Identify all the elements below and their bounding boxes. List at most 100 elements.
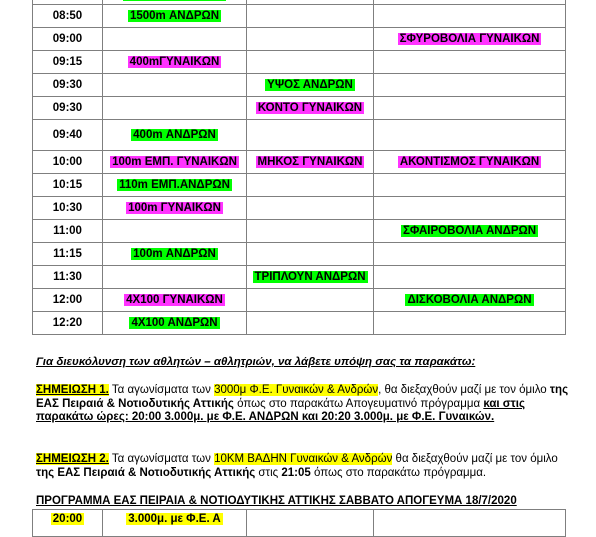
note-1-highlight: 3000μ Φ.Ε. Γυναικών & Ανδρών	[214, 384, 379, 396]
note-2: ΣΗΜΕΙΩΣΗ 2. Τα αγωνίσματα των 10ΚΜ ΒΑΔΗΝ…	[36, 453, 576, 480]
jump-event-cell	[246, 27, 374, 51]
time-label: 11:30	[53, 270, 82, 283]
event-label: ΜΗΚΟΣ ΓΥΝΑΙΚΩΝ	[255, 155, 365, 168]
throw-event-cell	[373, 50, 566, 74]
jump-event-cell	[246, 173, 374, 197]
track-event-cell: 4Χ100 ΓΥΝΑΙΚΩΝ	[102, 288, 247, 312]
jump-event-cell	[246, 119, 374, 151]
track-event-cell	[102, 73, 247, 97]
schedule-row: 09:40 400m ΑΝΔΡΩΝ	[32, 119, 566, 151]
event-label: 4Χ100 ΑΝΔΡΩΝ	[129, 316, 220, 329]
note-2-highlight: 10ΚΜ ΒΑΔΗΝ Γυναικών & Ανδρών	[214, 453, 393, 465]
throw-event-cell: ΣΦΥΡΟΒΟΛΙΑ ΓΥΝΑΙΚΩΝ	[373, 27, 566, 51]
event-label: ΔΙΣΚΟΒΟΛΙΑ ΑΝΔΡΩΝ	[405, 293, 534, 306]
time-cell: 09:15	[32, 50, 103, 74]
schedule-row: 11:00 ΣΦΑΙΡΟΒΟΛΙΑ ΑΝΔΡΩΝ	[32, 219, 566, 243]
note-1-text-c: όπως στο παρακάτω Απογευματινό πρόγραμμα	[233, 397, 484, 410]
event-label: 110m ΕΜΠ.ΑΝΔΡΩΝ	[117, 178, 232, 191]
track-event-cell: 1500m ΑΝΔΡΩΝ	[102, 4, 247, 28]
throw-event-cell	[373, 73, 566, 97]
note-1-times: και στις παρακάτω ώρες: 20:00 3.000μ. με…	[36, 397, 525, 424]
jump-event-cell	[246, 242, 374, 266]
time-label: 11:00	[53, 224, 82, 237]
jump-event-cell	[246, 4, 374, 28]
throw-event-cell	[373, 96, 566, 120]
event-label: ΤΡΙΠΛΟΥΝ ΑΝΔΡΩΝ	[252, 270, 368, 283]
notes-intro-text: Για διευκόλυνση των αθλητών – αθλητριών,…	[36, 356, 476, 368]
schedule-row: 09:00 ΣΦΥΡΟΒΟΛΙΑ ΓΥΝΑΙΚΩΝ	[32, 27, 566, 51]
time-label: 12:00	[52, 293, 83, 306]
event-label: 1500m ΓΥΝΑΙΚΩΝ	[122, 0, 227, 1]
program-time-cell: 20:00	[32, 509, 103, 537]
jump-event-cell	[246, 311, 374, 335]
jump-event-cell	[246, 196, 374, 220]
time-cell: 10:15	[32, 173, 103, 197]
time-label: 09:00	[52, 32, 83, 45]
time-label: 10:30	[52, 201, 83, 214]
event-label: 400m ΑΝΔΡΩΝ	[131, 128, 218, 141]
schedule-row: 10:30 100m ΓΥΝΑΙΚΩΝ	[32, 196, 566, 220]
track-event-cell	[102, 219, 247, 243]
time-label: 10:15	[52, 178, 83, 191]
program-title: ΠΡΟΓΡΑΜΜΑ ΕΑΣ ΠΕΙΡΑΙΑ & ΝΟΤΙΟΔΥΤΙΚΗΣ ΑΤΤ…	[36, 495, 517, 507]
throw-event-cell: ΔΙΣΚΟΒΟΛΙΑ ΑΝΔΡΩΝ	[373, 288, 566, 312]
time-cell: 12:20	[32, 311, 103, 335]
track-event-cell: 400mΓΥΝΑΙΚΩΝ	[102, 50, 247, 74]
time-label: 09:40	[52, 128, 83, 141]
schedule-row: 09:15 400mΓΥΝΑΙΚΩΝ	[32, 50, 566, 74]
event-label: 100m ΑΝΔΡΩΝ	[131, 247, 218, 260]
jump-event-cell	[246, 50, 374, 74]
note-2-text-a: Τα αγωνίσματα των	[108, 453, 215, 465]
time-cell: 11:00	[32, 219, 103, 243]
track-event-cell: 100m ΓΥΝΑΙΚΩΝ	[102, 196, 247, 220]
throw-event-cell	[373, 4, 566, 28]
note-2-text-b: θα διεξαχθούν μαζί με τον όμιλο	[392, 453, 558, 465]
event-label: ΣΦΥΡΟΒΟΛΙΑ ΓΥΝΑΙΚΩΝ	[397, 32, 542, 45]
program-event-cell: 3.000μ. με Φ.Ε. Α	[102, 509, 247, 537]
event-label: 4Χ100 ΓΥΝΑΙΚΩΝ	[124, 293, 225, 306]
time-cell: 11:15	[32, 242, 103, 266]
time-label: 10:00	[52, 155, 83, 168]
program-row: 20:00 3.000μ. με Φ.Ε. Α	[32, 509, 566, 537]
jump-event-cell: ΜΗΚΟΣ ΓΥΝΑΙΚΩΝ	[246, 150, 374, 174]
throw-event-cell: ΣΦΑΙΡΟΒΟΛΙΑ ΑΝΔΡΩΝ	[373, 219, 566, 243]
track-event-cell	[102, 96, 247, 120]
time-label: 09:15	[52, 55, 83, 68]
event-label: 400mΓΥΝΑΙΚΩΝ	[127, 55, 222, 68]
throw-event-cell	[373, 265, 566, 289]
program-heading: ΠΡΟΓΡΑΜΜΑ ΕΑΣ ΠΕΙΡΑΙΑ & ΝΟΤΙΟΔΥΤΙΚΗΣ ΑΤΤ…	[36, 495, 576, 509]
time-cell: 10:00	[32, 150, 103, 174]
program-event: 3.000μ. με Φ.Ε. Α	[126, 513, 223, 525]
track-event-cell: 4Χ100 ΑΝΔΡΩΝ	[102, 311, 247, 335]
jump-event-cell	[246, 288, 374, 312]
schedule-row: 12:00 4Χ100 ΓΥΝΑΙΚΩΝ ΔΙΣΚΟΒΟΛΙΑ ΑΝΔΡΩΝ	[32, 288, 566, 312]
note-2-label: ΣΗΜΕΙΩΣΗ 2.	[36, 453, 109, 465]
schedule-row: 11:30 ΤΡΙΠΛΟΥΝ ΑΝΔΡΩΝ	[32, 265, 566, 289]
track-event-cell: 100m ΑΝΔΡΩΝ	[102, 242, 247, 266]
schedule-row: 10:00 100m ΕΜΠ. ΓΥΝΑΙΚΩΝ ΜΗΚΟΣ ΓΥΝΑΙΚΩΝ ΑΚΟ…	[32, 150, 566, 174]
note-1-text-b: , θα διεξαχθούν μαζί με τον όμιλο	[378, 384, 550, 396]
throw-event-cell	[373, 311, 566, 335]
event-label: ΚΟΝΤΟ ΓΥΝΑΙΚΩΝ	[255, 101, 365, 114]
time-label: 09:30	[52, 78, 83, 91]
time-label: 09:30	[52, 101, 83, 114]
throw-event-cell	[373, 173, 566, 197]
note-1: ΣΗΜΕΙΩΣΗ 1. Τα αγωνίσματα των 3000μ Φ.Ε.…	[36, 384, 576, 425]
note-2-text-d: όπως στο παρακάτω πρόγραμμα.	[310, 466, 487, 479]
time-cell: 09:00	[32, 27, 103, 51]
event-label: ΑΚΟΝΤΙΣΜΟΣ ΓΥΝΑΙΚΩΝ	[397, 155, 542, 168]
note-2-text-c: στις	[255, 466, 282, 479]
program-table: 20:00 3.000μ. με Φ.Ε. Α	[32, 509, 566, 537]
event-label: 1500m ΑΝΔΡΩΝ	[127, 9, 222, 22]
event-label: ΥΨΟΣ ΑΝΔΡΩΝ	[265, 78, 355, 91]
track-event-cell: 100m ΕΜΠ. ΓΥΝΑΙΚΩΝ	[102, 150, 247, 174]
throw-event-cell: ΑΚΟΝΤΙΣΜΟΣ ΓΥΝΑΙΚΩΝ	[373, 150, 566, 174]
throw-event-cell	[373, 196, 566, 220]
time-cell: 09:30	[32, 96, 103, 120]
program-time: 20:00	[50, 513, 85, 525]
track-event-cell: 110m ΕΜΠ.ΑΝΔΡΩΝ	[102, 173, 247, 197]
schedule-row: 12:20 4Χ100 ΑΝΔΡΩΝ	[32, 311, 566, 335]
time-cell: 12:00	[32, 288, 103, 312]
